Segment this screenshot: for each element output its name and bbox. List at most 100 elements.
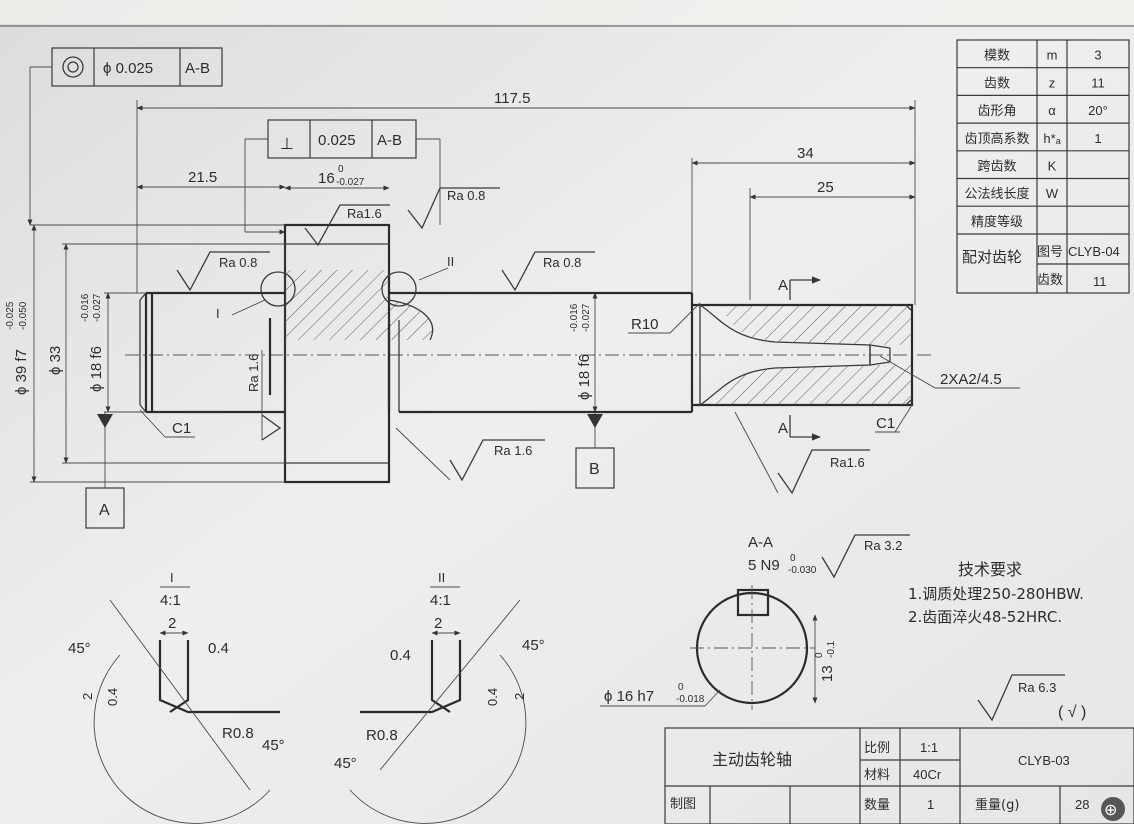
datum-b-box: [575, 447, 615, 489]
svg-text:0: 0: [678, 682, 684, 693]
title-block: 主动齿轮轴 比例 1:1 材料 40Cr 数量 1 重量(g) 28 CLYB-…: [664, 727, 1134, 824]
keyway-width: 5 N9: [748, 557, 780, 574]
gdt-perpendicularity-datum: A-B: [377, 132, 402, 149]
gear-table-sym-cell: K: [1048, 159, 1057, 174]
roughness-ra16-middle: Ra 1.6: [494, 443, 532, 458]
svg-text:-0.050: -0.050: [18, 301, 29, 330]
zoom-button[interactable]: ⊕: [1101, 797, 1125, 821]
roughness-ra08-left: Ra 0.8: [219, 255, 257, 270]
quantity-value: 1: [927, 797, 934, 812]
perpendicularity-symbol-icon: ⊥: [280, 136, 294, 153]
detail-i-dim-04: 0.4: [208, 640, 229, 657]
datum-a-label: A: [99, 502, 110, 519]
svg-text:0: 0: [790, 553, 796, 564]
section-arrow-a-bottom: A: [778, 420, 788, 437]
mating-drawing-no-label: 图号: [1037, 245, 1063, 260]
detail-i-callout: I: [216, 306, 220, 321]
roughness-check-icon: [501, 251, 595, 292]
chamfer-c1-left: C1: [172, 420, 191, 437]
gear-table-name-cell: 齿数: [984, 76, 1010, 91]
dim-dia-18-left: ϕ 18 f6: [88, 346, 105, 392]
svg-text:-0.030: -0.030: [788, 565, 817, 576]
gear-table-sym-cell: h*ₐ: [1043, 131, 1060, 146]
gear-table-name-cell: 模数: [984, 49, 1010, 64]
detail-ii-angle-45b: 45°: [334, 755, 357, 772]
detail-ii-dim-side-2: 2: [512, 693, 527, 700]
gdt-concentricity-value: ϕ 0.025: [103, 60, 153, 77]
dim-r10: R10: [631, 316, 659, 333]
quantity-label: 数量: [864, 798, 890, 813]
detail-i-dim-side-2: 2: [80, 693, 95, 700]
detail-ii-angle-45a: 45°: [522, 637, 545, 654]
mating-teeth: 11: [1093, 274, 1107, 289]
dim-21-5: 21.5: [188, 169, 217, 186]
gdt-perpendicularity-value: 0.025: [318, 132, 356, 149]
datum-b-label: B: [589, 461, 600, 478]
roughness-ra16-face: Ra 1.6: [246, 354, 261, 392]
weight-label: 重量(g): [975, 797, 1019, 813]
detail-ii-title: II: [438, 570, 445, 585]
roughness-check-icon: [821, 534, 910, 579]
detail-i-marker-circle: [260, 271, 296, 307]
detail-i-angle-45b: 45°: [262, 737, 285, 754]
tech-req-line2: 2.齿面淬火48-52HRC.: [908, 608, 1062, 626]
chamfer-c1-right: C1: [876, 415, 895, 432]
scale-value: 1:1: [920, 740, 938, 755]
keyway-depth: 13: [819, 665, 836, 682]
section-diameter: ϕ 16 h7: [604, 688, 654, 705]
gear-table-sym-cell: W: [1046, 186, 1059, 201]
tech-req-line1: 1.调质处理250-280HBW.: [908, 585, 1084, 603]
detail-i-dim-side-04: 0.4: [105, 688, 120, 706]
gear-table-name-cell: 齿顶高系数: [964, 131, 1029, 147]
roughness-check-icon: [977, 674, 1065, 722]
roughness-ra16-gear-top: Ra1.6: [347, 206, 382, 221]
roughness-ra08-middle: Ra 0.8: [543, 255, 581, 270]
gear-table-val-cell: 1: [1094, 131, 1101, 146]
mating-teeth-label: 齿数: [1037, 273, 1063, 288]
detail-i-view: I 4:1 2 0.4 45° 45° R0.8 2 0.4: [68, 570, 285, 824]
roughness-ra16-right: Ra1.6: [830, 455, 865, 470]
section-title: A-A: [748, 534, 773, 551]
gear-table-val-cell: 20°: [1088, 103, 1108, 118]
roughness-general-paren: ( √ ): [1058, 704, 1086, 721]
detail-ii-dim-2: 2: [434, 615, 442, 632]
gdt-concentricity-datum: A-B: [185, 60, 210, 77]
left-journal-outline: [144, 291, 285, 414]
tech-req-title: 技术要求: [958, 560, 1022, 579]
detail-i-angle-45a: 45°: [68, 640, 91, 657]
weight-value: 28: [1075, 797, 1089, 812]
svg-text:0: 0: [814, 652, 825, 658]
main-shaft-view: I II: [125, 223, 935, 484]
middle-shaft-outline: [389, 291, 692, 414]
roughness-check-icon: [304, 204, 390, 247]
roughness-ra32: Ra 3.2: [864, 538, 902, 553]
svg-text:-0.027: -0.027: [92, 293, 103, 322]
detail-i-scale: 4:1: [160, 592, 181, 609]
general-roughness: Ra 6.3 ( √ ): [977, 674, 1086, 722]
gear-table-name-cell: 精度等级: [971, 214, 1023, 230]
center-hole-note: 2XA2/4.5: [940, 371, 1002, 388]
gear-table-name-cell: 齿形角: [977, 104, 1016, 119]
dim-dia-39: ϕ 39 f7: [13, 349, 30, 395]
roughness-general: Ra 6.3: [1018, 680, 1056, 695]
datum-a-box: [85, 487, 125, 529]
dim-dia-18-middle: ϕ 18 f6: [576, 354, 593, 400]
detail-ii-callout: II: [447, 254, 454, 269]
gdt-frames: ϕ 0.025 A-B ⊥ 0.025 A-B A B: [27, 47, 615, 529]
dim-dia-33: ϕ 33: [47, 346, 64, 375]
gear-table-name-cell: 公法线长度: [964, 186, 1029, 202]
svg-text:-0.018: -0.018: [676, 694, 705, 705]
gear-table-sym-cell: z: [1049, 75, 1056, 90]
zoom-icon: ⊕: [1104, 800, 1117, 819]
detail-i-title: I: [170, 570, 174, 585]
gear-table-val-cell: 3: [1094, 48, 1101, 63]
roughness-check-icon: [261, 414, 282, 441]
svg-text:-0.027: -0.027: [336, 177, 365, 188]
detail-ii-scale: 4:1: [430, 592, 451, 609]
section-arrow-a-top: A: [778, 277, 788, 294]
gear-table-val-cell: 11: [1091, 75, 1105, 90]
detail-i-r08: R0.8: [222, 725, 254, 742]
material-value: 40Cr: [913, 767, 942, 782]
